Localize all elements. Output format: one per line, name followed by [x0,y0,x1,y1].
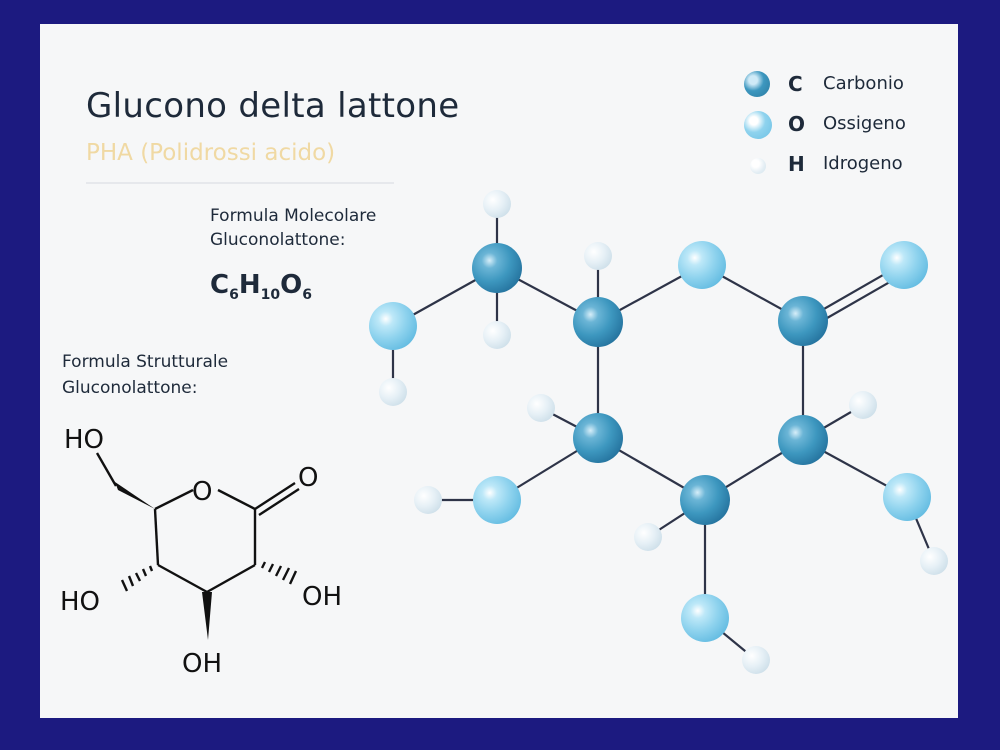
hydrogen-atom [414,486,442,514]
wedge-bond-oh-bottom [202,592,212,640]
formula-oxygen: O [280,270,303,300]
model-atoms [369,190,948,674]
molecular-formula-label-2: Gluconolattone: [210,230,346,250]
legend-name: Ossigeno [823,113,906,134]
atom-ho-top: HO [64,425,104,455]
atom-o-ring: O [192,477,212,507]
molecular-formula-label-1: Formula Molecolare [210,206,377,226]
atom-oh-right: OH [302,582,342,612]
molecular-formula: C6H10O6 [210,270,312,303]
diagram-card: Glucono delta lattone PHA (Polidrossi ac… [40,24,958,718]
oxygen-atom [681,594,729,642]
carbon-atom [573,297,623,347]
hydrogen-atom [379,378,407,406]
legend-name: Idrogeno [823,153,903,174]
hydrogen-atom [584,242,612,270]
wedge-bond-ch2oh [115,482,155,509]
hydrogen-atom [849,391,877,419]
title-divider [86,182,394,184]
structural-formula-label-1: Formula Strutturale [62,352,229,372]
hydrogen-atom [742,646,770,674]
hydrogen-ball-icon [750,158,766,174]
hash-bond-left [120,565,154,592]
atom-ho-left: HO [60,587,100,617]
carbon-atom [778,415,828,465]
hash-bond-right [260,561,298,585]
carbon-ball-icon [744,71,770,97]
hydrogen-atom [483,190,511,218]
hydrogen-atom [527,394,555,422]
legend-name: Carbonio [823,73,904,94]
page-subtitle: PHA (Polidrossi acido) [86,140,336,166]
ring-bonds [95,452,300,594]
formula-hydrogen: H [238,270,261,300]
hydrogen-atom [920,547,948,575]
oxygen-atom [880,241,928,289]
legend-symbol: C [788,72,803,96]
atom-oh-bottom: OH [182,649,222,679]
formula-carbon: C [210,270,230,300]
page-title: Glucono delta lattone [86,86,460,126]
formula-oxygen-count: 6 [302,287,312,304]
structural-formula-label-2: Gluconolattone: [62,378,198,398]
carbon-atom [778,296,828,346]
hydrogen-atom [634,523,662,551]
carbon-atom [573,413,623,463]
legend-symbol: H [788,152,805,176]
oxygen-atom [883,473,931,521]
oxygen-atom [678,241,726,289]
atom-o-carbonyl: O [298,463,318,493]
oxygen-ball-icon [744,111,772,139]
oxygen-atom [369,302,417,350]
carbon-atom [472,243,522,293]
legend-symbol: O [788,112,806,136]
formula-carbon-count: 6 [229,287,239,304]
hydrogen-atom [483,321,511,349]
carbon-atom [680,475,730,525]
formula-hydrogen-count: 10 [260,287,281,304]
oxygen-atom [473,476,521,524]
